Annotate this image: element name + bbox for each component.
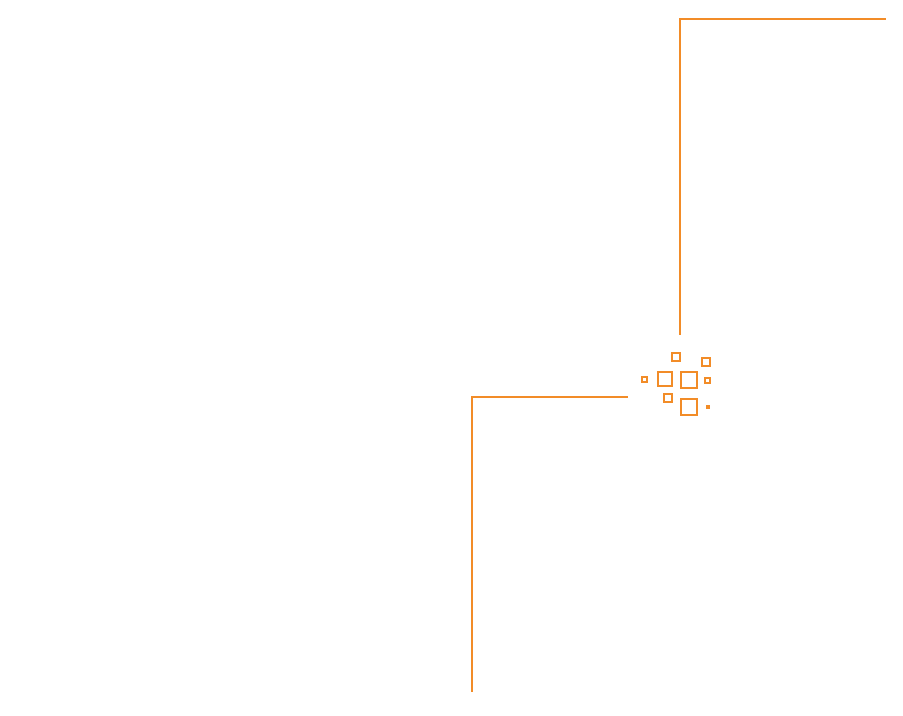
top-right-connector-line: [679, 18, 886, 335]
pixel-square: [671, 352, 681, 362]
pixel-square: [663, 393, 673, 403]
pixel-squares-icon: [641, 352, 711, 416]
pixel-square: [680, 398, 698, 416]
pixel-square: [704, 377, 711, 384]
pixel-square: [657, 371, 673, 387]
bottom-left-connector-line-upper: [471, 396, 628, 692]
pixel-square: [701, 357, 711, 367]
pixel-square: [680, 371, 698, 389]
pixel-square: [641, 376, 648, 383]
pixel-square-filled: [706, 405, 710, 409]
